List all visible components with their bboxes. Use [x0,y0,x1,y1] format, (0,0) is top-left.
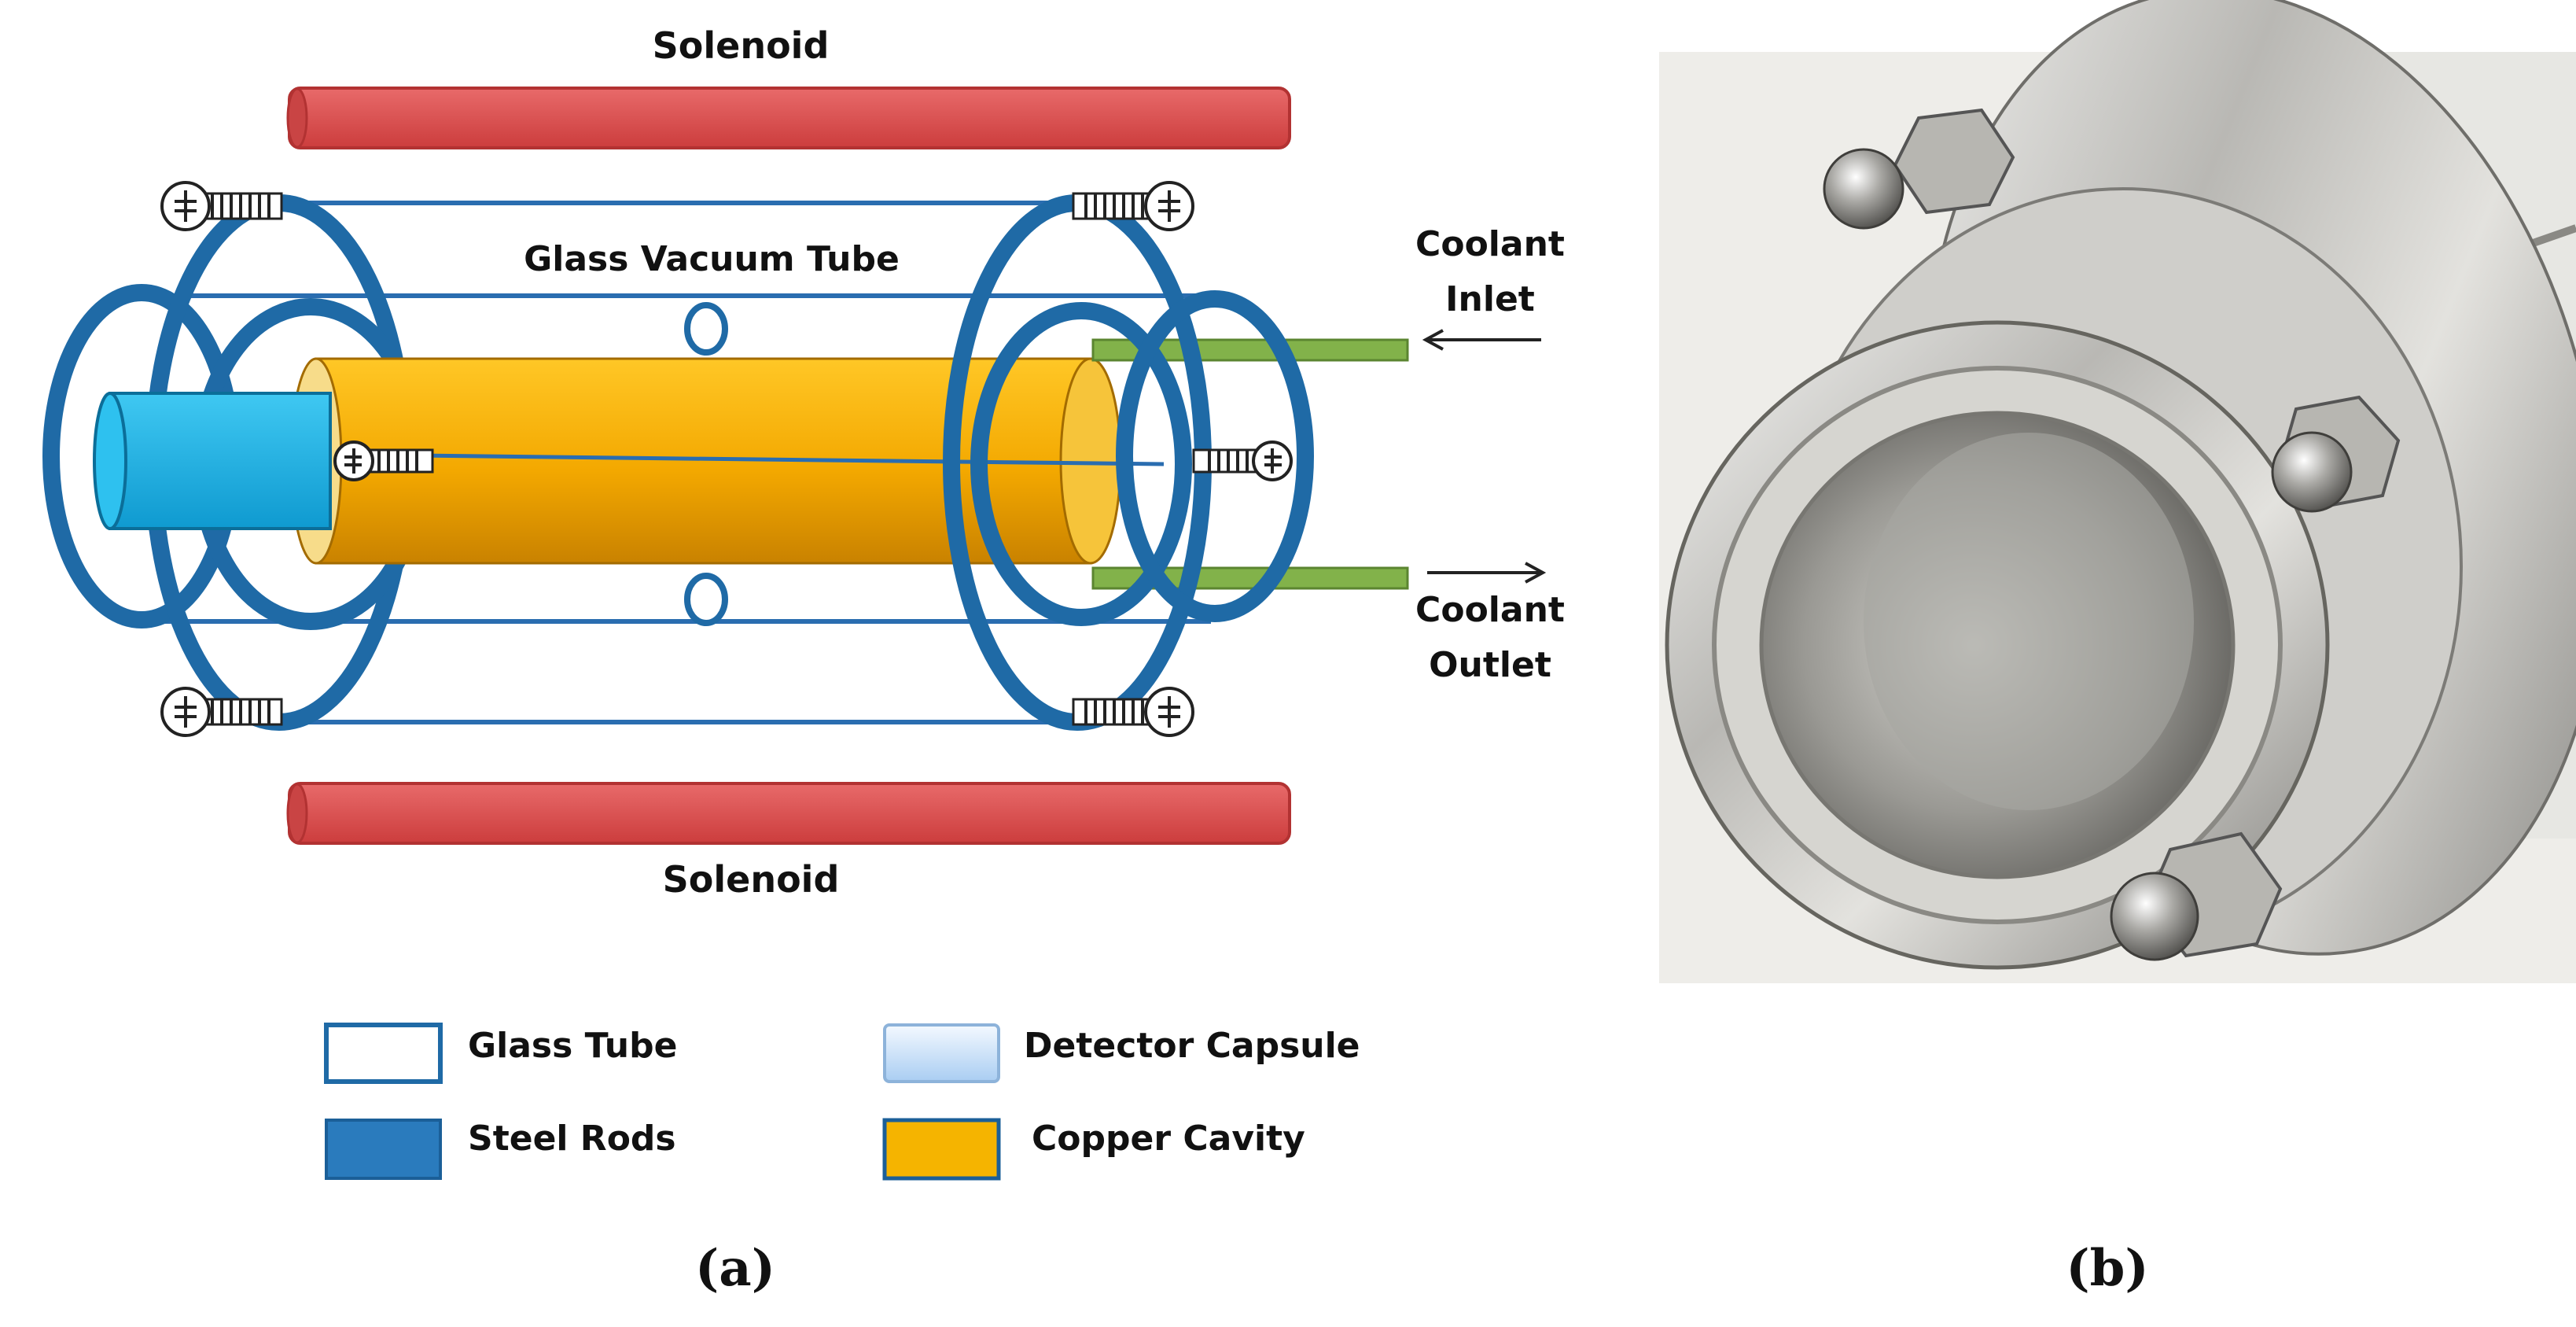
glass-tube-hole-top [684,302,728,356]
coolant-inlet-arrow [1422,329,1541,351]
coolant-outlet-label-line1: Coolant [1415,590,1565,630]
flange-icon [1665,0,2576,970]
nut-icon [1823,108,2015,230]
legend-swatch-steel-rods [325,1119,442,1180]
solenoid-top-label: Solenoid [653,24,830,67]
bolt-icon [333,440,434,481]
bolt-icon [1072,687,1194,737]
legend-item-copper-cavity: Copper Cavity [882,1118,1305,1181]
nut-icon [2271,395,2401,513]
legend-item-glass-tube: Glass Tube [324,1023,677,1084]
panel-a-schematic: Solenoid Solenoid Glass Vacuum Tube Cool… [42,24,1565,1298]
solenoid-bottom [286,782,1291,845]
legend-swatch-copper-cavity [882,1118,1001,1181]
legend-label: Steel Rods [468,1119,676,1159]
legend-label: Detector Capsule [1024,1026,1360,1066]
legend-item-steel-rods: Steel Rods [325,1119,676,1180]
coolant-outlet-arrow [1427,562,1547,584]
bolt-icon [160,687,283,737]
legend-swatch-detector-capsule [883,1023,1000,1083]
legend-swatch-glass-tube [324,1023,443,1084]
caption-b: (b) [2066,1239,2148,1298]
detector-capsule [93,392,332,530]
glass-vacuum-tube-label: Glass Vacuum Tube [524,239,900,279]
glass-tube-hole-bottom [684,573,728,626]
nut-icon [2110,831,2283,961]
bolt-icon [1192,440,1293,481]
coolant-inlet-label-line2: Inlet [1445,279,1535,319]
coolant-inlet-label-line1: Coolant [1415,224,1565,264]
coolant-outlet-label-line2: Outlet [1429,645,1551,685]
bolt-icon-group [160,181,1293,737]
caption-a: (a) [695,1239,775,1298]
solenoid-bottom-label: Solenoid [663,858,840,901]
solenoid-top [286,87,1291,149]
bolt-icon [1072,181,1194,231]
legend-item-detector-capsule: Detector Capsule [883,1023,1360,1083]
bolt-icon [160,181,283,231]
legend-label: Copper Cavity [1032,1119,1305,1159]
legend-label: Glass Tube [468,1026,677,1066]
legend: Glass Tube Detector Capsule Steel Rods C… [324,1023,1360,1181]
panel-b-photo: (b) [1659,0,2576,1298]
